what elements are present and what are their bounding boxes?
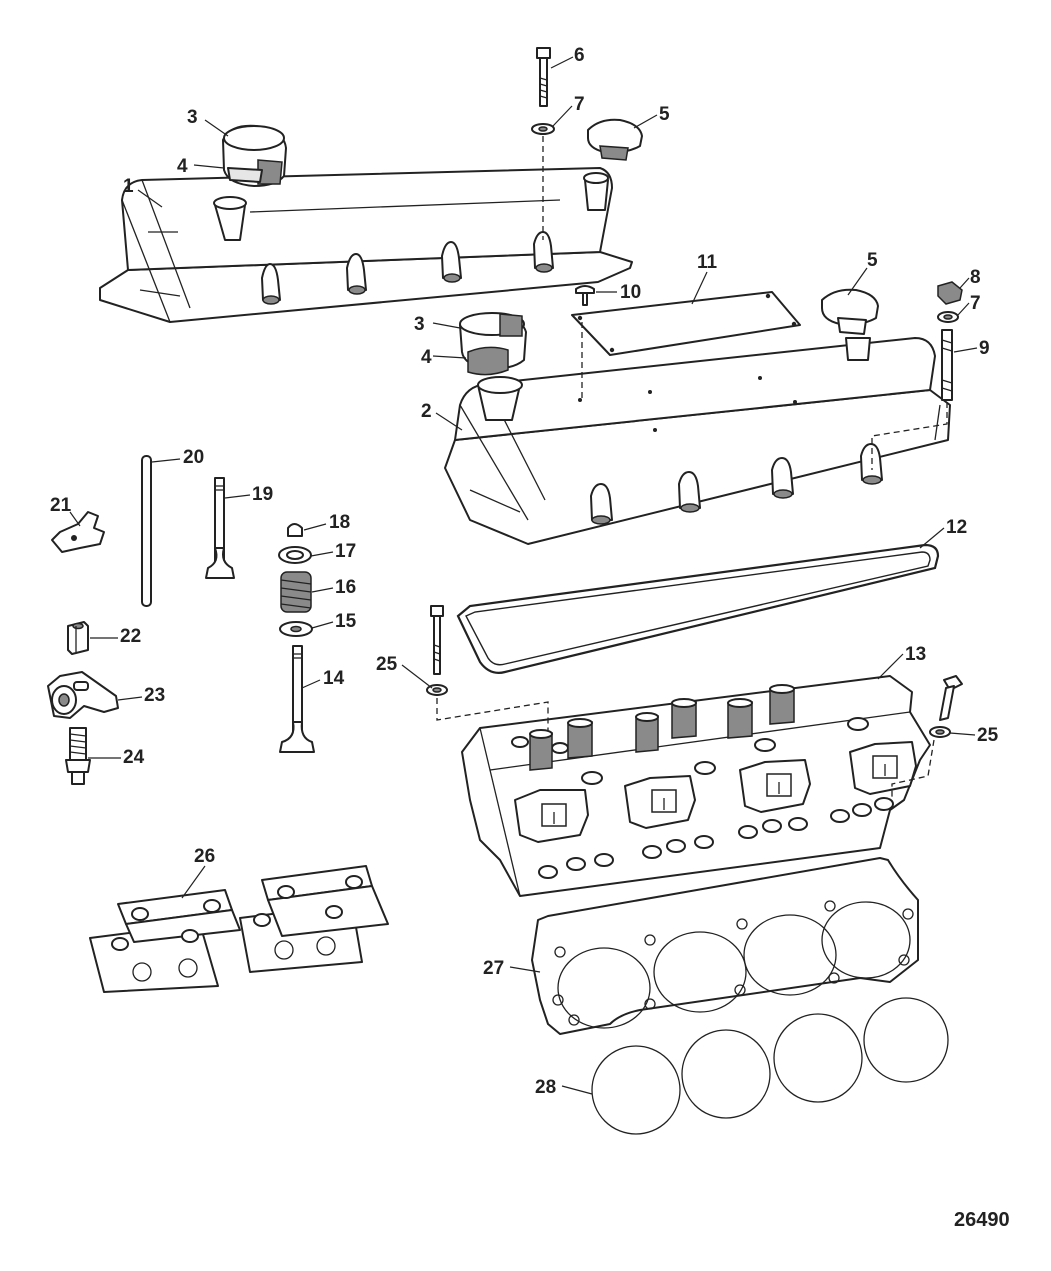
- rocker-cover-2: [444, 337, 951, 545]
- cylinder-head-13: [461, 675, 931, 897]
- cylinder-seals-28: [591, 997, 949, 1135]
- washer-7-upper: [531, 123, 555, 135]
- callout-15: 15: [335, 611, 357, 632]
- oil-fill-cap-5-upper: [587, 118, 643, 161]
- callout-23: 23: [144, 685, 165, 706]
- callout-13: 13: [905, 644, 926, 665]
- washer-7-lower: [937, 311, 959, 323]
- grommet-4-upper: [227, 167, 263, 183]
- callout-22: 22: [120, 626, 141, 647]
- callout-11: 11: [697, 252, 718, 273]
- head-gasket-27: [531, 857, 919, 1035]
- callout-2: 2: [421, 401, 432, 422]
- callout-5-lower: 5: [867, 250, 878, 271]
- callout-25-left: 25: [376, 654, 398, 675]
- callout-27: 27: [483, 958, 504, 979]
- decal-plate-11: [571, 291, 801, 356]
- valve-19: [205, 477, 235, 579]
- screw-10: [575, 285, 595, 306]
- leader-lines: [69, 56, 978, 1095]
- dashed-line-9-to-2: [871, 402, 948, 470]
- guide-blocks-26: [89, 865, 389, 993]
- valve-14: [279, 645, 315, 753]
- callout-1: 1: [123, 176, 134, 197]
- rocker-cover-1: [99, 167, 633, 323]
- callout-24: 24: [123, 747, 145, 768]
- callout-19: 19: [252, 484, 273, 505]
- stud-9: [941, 329, 953, 401]
- valve-spring-16: [280, 571, 312, 613]
- callout-10: 10: [620, 282, 641, 303]
- oil-fill-cap-5-lower: [821, 288, 879, 335]
- callout-6: 6: [574, 45, 585, 66]
- push-rod-20: [141, 455, 152, 607]
- callout-5-upper: 5: [659, 104, 670, 125]
- bolt-6: [536, 47, 551, 107]
- breather-cap-3-lower: [459, 312, 527, 370]
- callout-12: 12: [946, 517, 967, 538]
- rocker-stud-24: [65, 727, 91, 785]
- bolt-25-right: [929, 675, 963, 738]
- bolt-25-left: [426, 605, 448, 696]
- rocker-cover-gasket-12: [456, 543, 940, 674]
- grommet-4-lower: [467, 346, 509, 376]
- valve-seal-17: [278, 546, 312, 564]
- callout-18: 18: [329, 512, 350, 533]
- callout-3-lower: 3: [414, 314, 425, 335]
- figure-number: 26490: [954, 1209, 1010, 1231]
- callout-28: 28: [535, 1077, 556, 1098]
- guide-plate-21: [51, 511, 105, 553]
- rocker-arm-23: [47, 671, 119, 719]
- callout-21: 21: [50, 495, 72, 516]
- rocker-nut-22: [67, 621, 89, 655]
- nut-8: [937, 281, 963, 305]
- callout-7-lower: 7: [970, 293, 981, 314]
- callout-20: 20: [183, 447, 204, 468]
- dashed-line-25-left: [436, 698, 549, 730]
- callout-7-upper: 7: [574, 94, 585, 115]
- callout-14: 14: [323, 668, 345, 689]
- callout-9: 9: [979, 338, 990, 359]
- dashed-line-25-right: [891, 739, 935, 800]
- callout-8: 8: [970, 267, 981, 288]
- callout-4-upper: 4: [177, 156, 188, 177]
- callout-25-right: 25: [977, 725, 999, 746]
- callout-labels: 1 2 3 3 4 4 5 5 6 7 7 8 9 10 11 12 13 14…: [50, 45, 999, 1098]
- spring-shim-15: [279, 621, 313, 637]
- callout-17: 17: [335, 541, 356, 562]
- callout-16: 16: [335, 577, 356, 598]
- callout-4-lower: 4: [421, 347, 432, 368]
- callout-26: 26: [194, 846, 215, 867]
- valve-lock-18: [287, 523, 303, 537]
- callout-3-upper: 3: [187, 107, 198, 128]
